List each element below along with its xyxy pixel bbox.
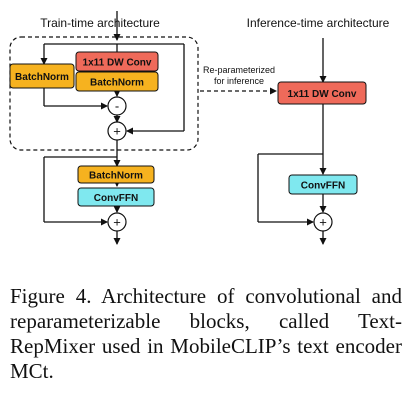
- train-subtract-op: -: [107, 96, 127, 116]
- inference-convffn-label: ConvFFN: [301, 181, 345, 192]
- train-time-connections: [40, 11, 185, 245]
- add-symbol-1: +: [113, 124, 121, 139]
- inference-dw-conv-block: 1x11 DW Conv: [277, 81, 367, 105]
- architecture-diagram: Train-time architecture Inference-time a…: [9, 11, 390, 245]
- figure-caption: Figure 4. Architecture of convolutional …: [10, 284, 402, 383]
- train-batchnorm-block-lower: BatchNorm: [77, 165, 155, 184]
- train-batchnorm-label-main: BatchNorm: [90, 78, 144, 89]
- train-convffn-label: ConvFFN: [94, 193, 138, 204]
- inference-time-connections: [257, 38, 327, 245]
- inference-time-title: Inference-time architecture: [247, 16, 390, 30]
- train-batchnorm-label-side: BatchNorm: [15, 72, 69, 83]
- train-convffn-block: ConvFFN: [77, 187, 155, 207]
- reparam-note-line1: Re-parameterized: [203, 65, 275, 75]
- train-add-op-1: +: [107, 121, 127, 141]
- train-batchnorm-label-lower: BatchNorm: [89, 171, 143, 182]
- add-symbol-2: +: [113, 215, 121, 230]
- subtract-symbol: -: [115, 99, 119, 114]
- inference-add-op: +: [313, 212, 333, 232]
- train-batchnorm-block-main: BatchNorm: [75, 71, 159, 92]
- train-time-dashed-region: [9, 36, 199, 151]
- inference-dw-conv-label: 1x11 DW Conv: [288, 89, 357, 100]
- train-dw-conv-block: 1x11 DW Conv: [75, 51, 159, 72]
- inference-add-symbol: +: [319, 215, 327, 230]
- train-batchnorm-block-side: BatchNorm: [9, 63, 75, 89]
- inference-convffn-block: ConvFFN: [288, 174, 358, 195]
- train-add-op-2: +: [107, 212, 127, 232]
- train-time-title: Train-time architecture: [40, 16, 160, 30]
- train-dw-conv-label: 1x11 DW Conv: [83, 58, 152, 69]
- reparam-note-line2: for inference: [214, 76, 264, 86]
